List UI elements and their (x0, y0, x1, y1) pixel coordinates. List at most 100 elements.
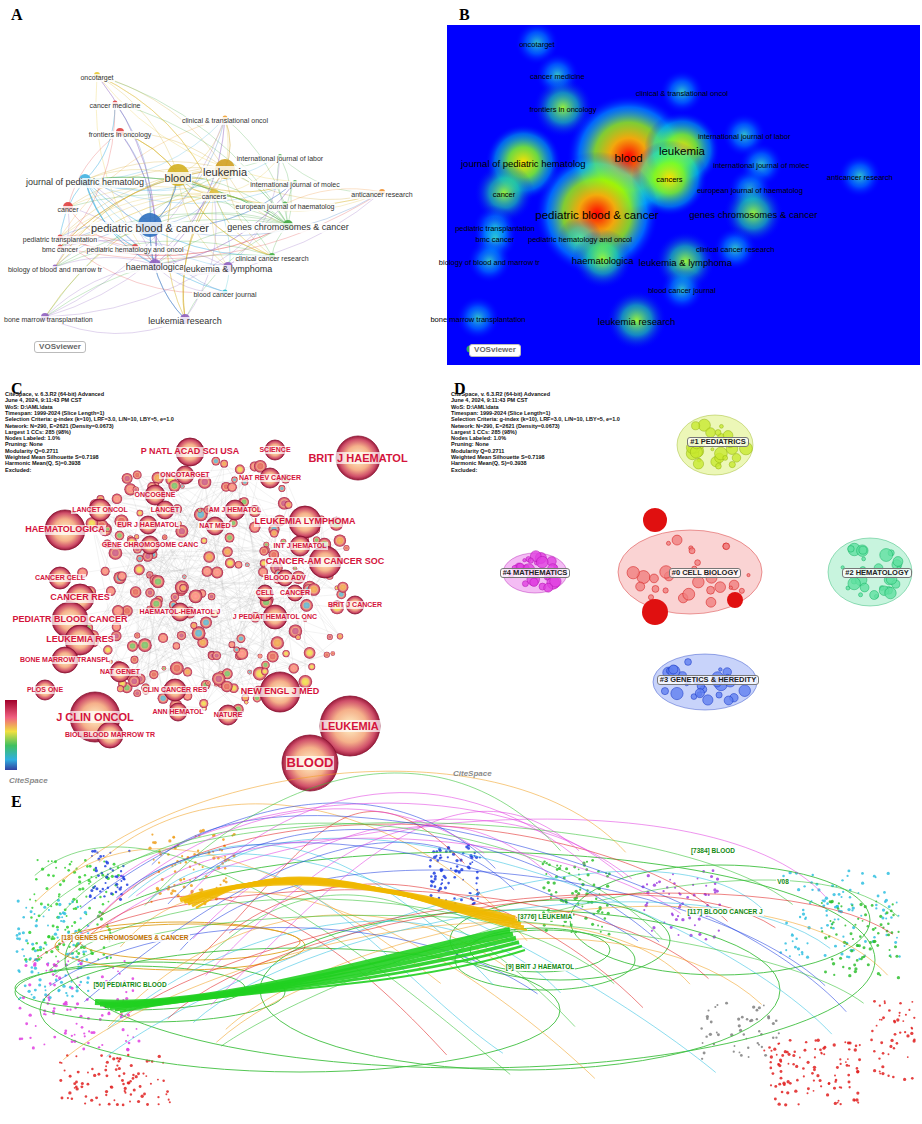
cited-node (227, 482, 236, 491)
map-point (22, 916, 25, 919)
map-point (43, 1013, 45, 1015)
map-point (123, 878, 125, 880)
map-point (608, 933, 611, 936)
map-point (128, 1042, 131, 1045)
map-point (169, 1101, 171, 1103)
map-point (55, 975, 57, 977)
map-point (43, 947, 45, 949)
cluster-node (703, 695, 713, 705)
cited-node-core (263, 670, 267, 674)
map-point (102, 903, 104, 905)
map-point (453, 897, 455, 899)
cited-node-core (200, 640, 205, 645)
map-point (127, 1082, 130, 1085)
map-point (646, 883, 648, 885)
link-line (85, 103, 115, 180)
map-point (110, 957, 112, 959)
cited-node (324, 652, 330, 658)
map-point (95, 877, 97, 879)
map-point (151, 833, 153, 835)
cluster-node (715, 447, 728, 460)
map-point (104, 1069, 107, 1072)
link-line (137, 475, 205, 685)
map-point (130, 1093, 132, 1095)
cluster-node (695, 560, 701, 566)
cited-node (202, 566, 213, 577)
cluster-node (885, 587, 896, 598)
cited-node (180, 484, 184, 488)
map-point (95, 887, 98, 890)
map-point (81, 1082, 84, 1085)
map-point (116, 1057, 119, 1060)
map-point (117, 970, 119, 972)
map-point (453, 876, 456, 879)
map-point (16, 937, 19, 940)
map-point (36, 960, 38, 962)
map-point (89, 895, 92, 898)
map-point (59, 913, 62, 916)
map-point (669, 879, 671, 881)
map-point (19, 1007, 22, 1010)
map-point (67, 869, 70, 872)
cited-node-core (292, 628, 299, 635)
cluster-node (720, 424, 724, 428)
cited-node-core (181, 485, 183, 487)
map-point (80, 962, 83, 965)
map-point (460, 899, 463, 902)
map-point (30, 916, 32, 918)
map-point (71, 1035, 73, 1037)
cited-node (134, 633, 140, 639)
map-point (651, 930, 653, 932)
map-point (59, 883, 62, 886)
map-point (465, 846, 468, 849)
map-point (33, 893, 35, 895)
map-point (85, 951, 87, 953)
cluster-node (747, 574, 750, 577)
cluster-node (859, 593, 863, 597)
cited-node (133, 689, 141, 697)
map-point (430, 875, 432, 877)
map-point (69, 863, 71, 865)
map-point (93, 1074, 96, 1077)
cluster-node (848, 577, 860, 589)
cited-node (175, 580, 189, 594)
cluster-node (536, 556, 548, 568)
map-point (115, 891, 118, 894)
map-point (87, 976, 90, 979)
cited-node-core (130, 643, 136, 649)
map-point (133, 1088, 136, 1091)
map-point (19, 1038, 22, 1041)
map-point (99, 1104, 101, 1106)
cited-node-core (233, 478, 236, 481)
cited-node-core (230, 643, 233, 646)
map-point (116, 875, 119, 878)
cited-node (113, 571, 126, 584)
cluster-node (732, 454, 741, 463)
map-point (165, 1093, 167, 1095)
map-point (106, 861, 109, 864)
link-line (247, 565, 326, 655)
map-point (69, 1075, 72, 1078)
cited-node-core (201, 701, 206, 706)
cluster-node (693, 576, 705, 588)
map-point (601, 926, 603, 928)
cluster-node (706, 597, 716, 607)
map-point (132, 1077, 135, 1080)
color-bar (5, 700, 17, 770)
map-point (71, 861, 73, 863)
map-point (87, 990, 89, 992)
cited-node (211, 566, 223, 578)
map-point (105, 882, 107, 884)
cited-node-core (237, 563, 241, 567)
map-point (23, 955, 25, 957)
map-point (119, 898, 122, 901)
cited-node-core (148, 573, 152, 577)
cited-node-core (214, 569, 220, 575)
cited-node-core (179, 633, 184, 638)
map-point (158, 862, 160, 864)
map-point (434, 885, 437, 888)
link-line (163, 638, 238, 709)
cited-node-core (239, 651, 245, 657)
map-point (679, 893, 681, 895)
map-point (77, 963, 79, 965)
